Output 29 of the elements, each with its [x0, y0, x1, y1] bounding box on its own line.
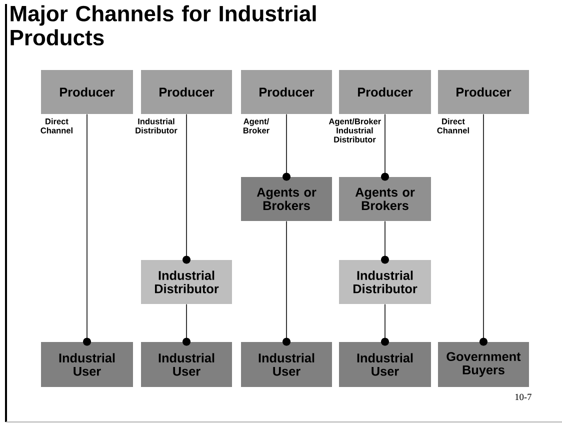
- channel-box: Agents or Brokers: [241, 177, 332, 221]
- connector-line: [282, 220, 290, 346]
- channel-box: Industrial User: [141, 342, 232, 387]
- connector-line: [381, 304, 389, 346]
- connector-line: [282, 114, 290, 181]
- channel-box: Industrial Distributor: [141, 260, 232, 304]
- channel-box: Producer: [141, 70, 232, 114]
- connector-line: [83, 114, 91, 346]
- channel-box: Industrial User: [41, 342, 133, 387]
- channel-box: Producer: [41, 70, 133, 114]
- channel-box: Industrial User: [241, 342, 332, 387]
- channel-box: Industrial Distributor: [339, 260, 431, 304]
- title: Major Channels for Industrial Products: [10, 5, 316, 46]
- connector-line: [381, 114, 389, 181]
- channel-box: Government Buyers: [438, 342, 529, 387]
- channel-box: Producer: [241, 70, 332, 114]
- channel-label: Industrial Distributor: [136, 118, 178, 134]
- connector-line: [182, 114, 190, 264]
- channel-label: Direct Channel: [437, 118, 469, 134]
- channel-label: Agent/Broker Industrial Distributor: [328, 118, 381, 142]
- connector-line: [182, 304, 190, 346]
- channel-box: Agents or Brokers: [339, 177, 431, 221]
- connector-line: [480, 114, 488, 346]
- channel-box: Industrial User: [339, 342, 431, 387]
- channel-label: Agent/ Broker: [243, 118, 270, 134]
- connector-line: [381, 220, 389, 264]
- channel-box: Producer: [339, 70, 431, 114]
- channel-label: Direct Channel: [40, 118, 72, 134]
- channel-box: Producer: [438, 70, 529, 114]
